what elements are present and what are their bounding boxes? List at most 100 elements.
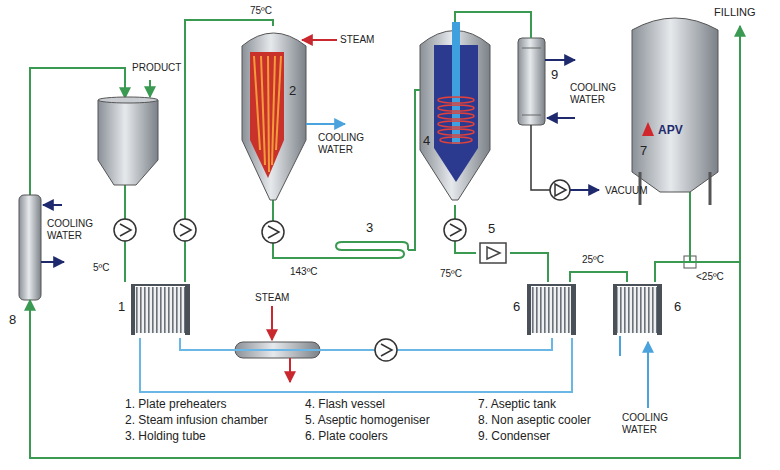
steam-heater xyxy=(235,306,320,382)
flash-vessel xyxy=(438,113,474,119)
product-pipe xyxy=(655,205,690,282)
non-aseptic-cooler xyxy=(43,204,62,206)
aseptic-tank xyxy=(642,122,654,136)
product-pipe xyxy=(185,20,273,282)
callout-number: 6 xyxy=(674,300,681,314)
drawing-part xyxy=(450,224,461,236)
cooling-water-pipes xyxy=(619,336,621,356)
steam-infusion-chamber xyxy=(302,39,337,41)
temperature: 75ºC xyxy=(440,268,462,280)
aseptic-tank xyxy=(709,172,712,205)
product-pipes xyxy=(739,26,741,262)
drawing-part xyxy=(180,224,191,236)
plate-heat-exchanger xyxy=(131,285,135,335)
homogeniser-symbol xyxy=(487,247,500,259)
drawing-part xyxy=(114,219,136,241)
stream-label: STEAM xyxy=(340,34,374,46)
callout-number: 2 xyxy=(289,84,296,98)
product-pipes xyxy=(149,80,151,97)
brand-logo-text: APV xyxy=(658,124,683,137)
callout-number: 8 xyxy=(9,313,16,327)
legend-item: 6. Plate coolers xyxy=(305,430,388,444)
non-aseptic-cooler: 8 xyxy=(19,195,41,300)
steam-infusion-chamber xyxy=(250,52,284,178)
vacuum-pump xyxy=(550,180,570,200)
vacuum-pump xyxy=(531,125,550,190)
cooling-water-pipes xyxy=(647,342,649,408)
non-aseptic-cooler xyxy=(19,195,41,300)
drawing-part xyxy=(114,219,466,361)
homogeniser-symbol xyxy=(480,243,506,263)
plate-heat-exchanger xyxy=(531,287,571,333)
non-aseptic-cooler xyxy=(19,195,64,300)
flash-vessel xyxy=(438,121,474,127)
aseptic-tank xyxy=(632,18,718,192)
steam-heater xyxy=(289,358,291,382)
product-pipe xyxy=(455,12,531,38)
plate-cooler: 6 xyxy=(610,282,688,338)
condenser xyxy=(545,59,575,61)
temperature: 25ºC xyxy=(582,254,604,266)
product-tank xyxy=(98,97,158,185)
callout-number: 6 xyxy=(513,300,520,314)
legend-item: 5. Aseptic homogeniser xyxy=(305,414,430,428)
temperature: 5ºC xyxy=(93,262,109,274)
aseptic-tank xyxy=(632,18,718,205)
plate-heat-exchanger xyxy=(613,285,617,335)
condenser xyxy=(522,48,541,49)
steam-infusion-chamber xyxy=(254,56,281,172)
condenser xyxy=(518,38,575,125)
drawing-part xyxy=(262,221,284,243)
drawing-part xyxy=(375,339,397,361)
plate-cooler: 6 xyxy=(510,282,578,338)
product-pipe xyxy=(570,272,627,282)
temperature: 75ºC xyxy=(250,5,272,17)
aseptic-tank: 7APV xyxy=(628,12,722,205)
product-pipes xyxy=(332,242,408,258)
infusion-chamber: 2 xyxy=(242,26,306,206)
legend-item: 1. Plate preheaters xyxy=(125,398,226,412)
callout-number: 4 xyxy=(423,134,430,148)
plate-heat-exchanger xyxy=(657,285,662,335)
stream-label: FILLING xyxy=(714,6,756,19)
condenser: 9 xyxy=(518,38,545,125)
callout-number: 3 xyxy=(366,221,373,235)
legend-item: 9. Condenser xyxy=(478,430,550,444)
product-pipe xyxy=(30,262,740,458)
steam-infusion-chamber xyxy=(261,56,265,165)
stream-label: COOLING WATER xyxy=(570,82,626,105)
vacuum-pump xyxy=(570,189,599,191)
stream-label: COOLING WATER xyxy=(318,132,374,155)
product-pipe xyxy=(510,253,548,282)
holding-tube: 3 xyxy=(332,220,408,262)
steam-infusion-chamber xyxy=(268,56,269,172)
legend-item: 3. Holding tube xyxy=(125,430,206,444)
product-pipes xyxy=(272,200,274,206)
callout-number: 1 xyxy=(118,300,125,314)
stream-label: PRODUCT xyxy=(132,62,181,74)
steam-infusion-chamber xyxy=(242,33,345,200)
plate-heat-exchanger xyxy=(527,284,576,286)
steam-heater xyxy=(271,306,273,340)
drawing-part xyxy=(381,344,392,356)
flash-vessel xyxy=(438,97,474,143)
product-tank xyxy=(98,100,158,185)
cooling-water-pipes xyxy=(620,336,648,408)
legend-item: 4. Flash vessel xyxy=(305,398,385,412)
homogeniser-symbol xyxy=(480,243,506,263)
condenser xyxy=(547,117,575,119)
product-tank xyxy=(98,97,158,103)
water-pipe xyxy=(180,338,552,350)
steam-infusion-chamber xyxy=(242,33,306,200)
stream-label: STEAM xyxy=(255,292,289,304)
plate-heat-exchanger xyxy=(131,284,190,286)
legend-item: 8. Non aseptic cooler xyxy=(478,414,591,428)
stream-label: VACUUM xyxy=(605,185,648,197)
water-pipe xyxy=(140,338,572,392)
flash-vessel xyxy=(438,97,474,103)
drawing-part xyxy=(174,219,196,241)
drawing-part xyxy=(444,219,466,241)
stream-label: COOLING WATER xyxy=(622,412,678,435)
